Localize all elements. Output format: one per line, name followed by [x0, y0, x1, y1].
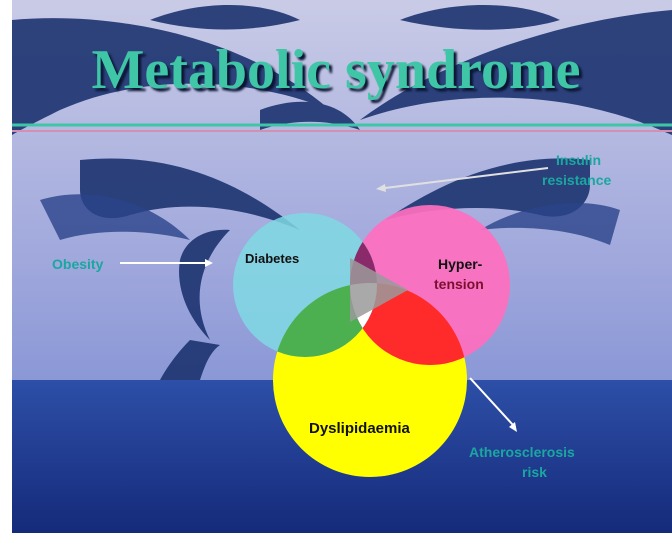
dyslipidaemia-label: Dyslipidaemia [309, 420, 410, 437]
obesity-label: Obesity [52, 256, 103, 273]
hypertension-label-line1: Hyper- [438, 256, 482, 273]
atherosclerosis-label-line1: Atherosclerosis [469, 444, 575, 461]
insulin-resistance-label-line2: resistance [542, 172, 611, 189]
slide-title: Metabolic syndrome [0, 38, 672, 102]
hypertension-label-line2: tension [434, 276, 484, 293]
diabetes-label: Diabetes [245, 250, 299, 267]
atherosclerosis-label-line2: risk [522, 464, 547, 481]
insulin-resistance-label-line1: Insulin [556, 152, 601, 169]
